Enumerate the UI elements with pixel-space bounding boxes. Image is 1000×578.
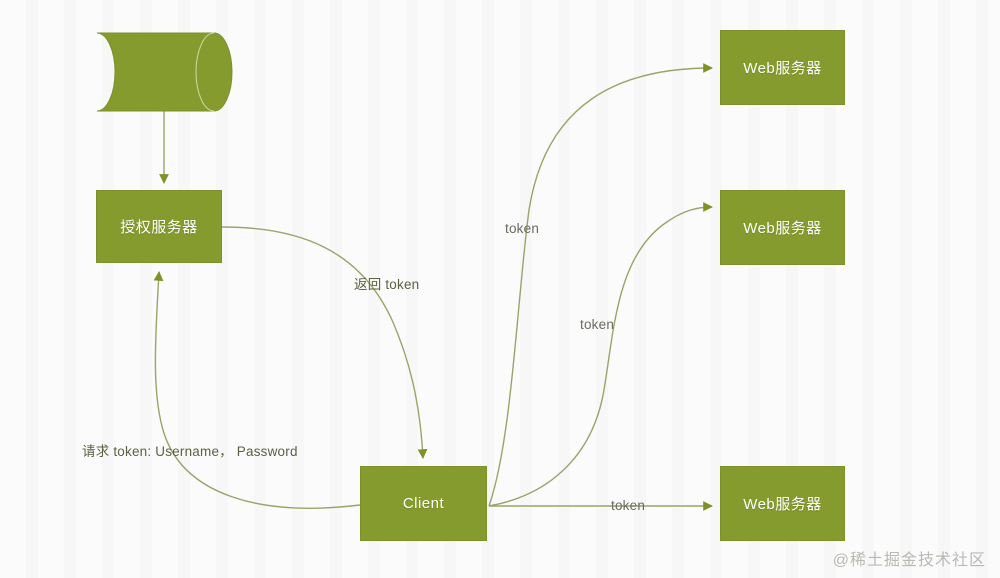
database-cylinder-icon: [96, 32, 233, 112]
node-web-server-2[interactable]: Web服务器: [720, 190, 845, 265]
edge-label-request-token: 请求 token: Username， Password: [82, 444, 298, 459]
edge-client-to-web-server-1: [488, 63, 713, 507]
node-auth-server-label: 授权服务器: [120, 219, 198, 236]
edge-client-to-auth-server: [153, 271, 361, 509]
node-web-server-3[interactable]: Web服务器: [720, 466, 845, 541]
edge-label-token-web-server-1: token: [505, 221, 540, 236]
edge-client-to-web-server-2: [488, 202, 713, 507]
node-web-server-1[interactable]: Web服务器: [720, 30, 845, 105]
node-web-server-1-label: Web服务器: [743, 60, 822, 77]
watermark: @稀土掘金技术社区: [832, 552, 986, 569]
edge-auth-server-to-client: [221, 226, 428, 459]
node-auth-server[interactable]: 授权服务器: [96, 190, 222, 263]
edge-label-token-web-server-2: token: [580, 317, 615, 332]
node-web-server-2-label: Web服务器: [743, 220, 822, 237]
edge-label-token-web-server-3: token: [611, 498, 646, 513]
node-web-server-3-label: Web服务器: [743, 496, 822, 513]
node-client[interactable]: Client: [360, 466, 487, 541]
edge-label-return-token: 返回 token: [354, 277, 420, 292]
node-client-label: Client: [402, 495, 445, 512]
